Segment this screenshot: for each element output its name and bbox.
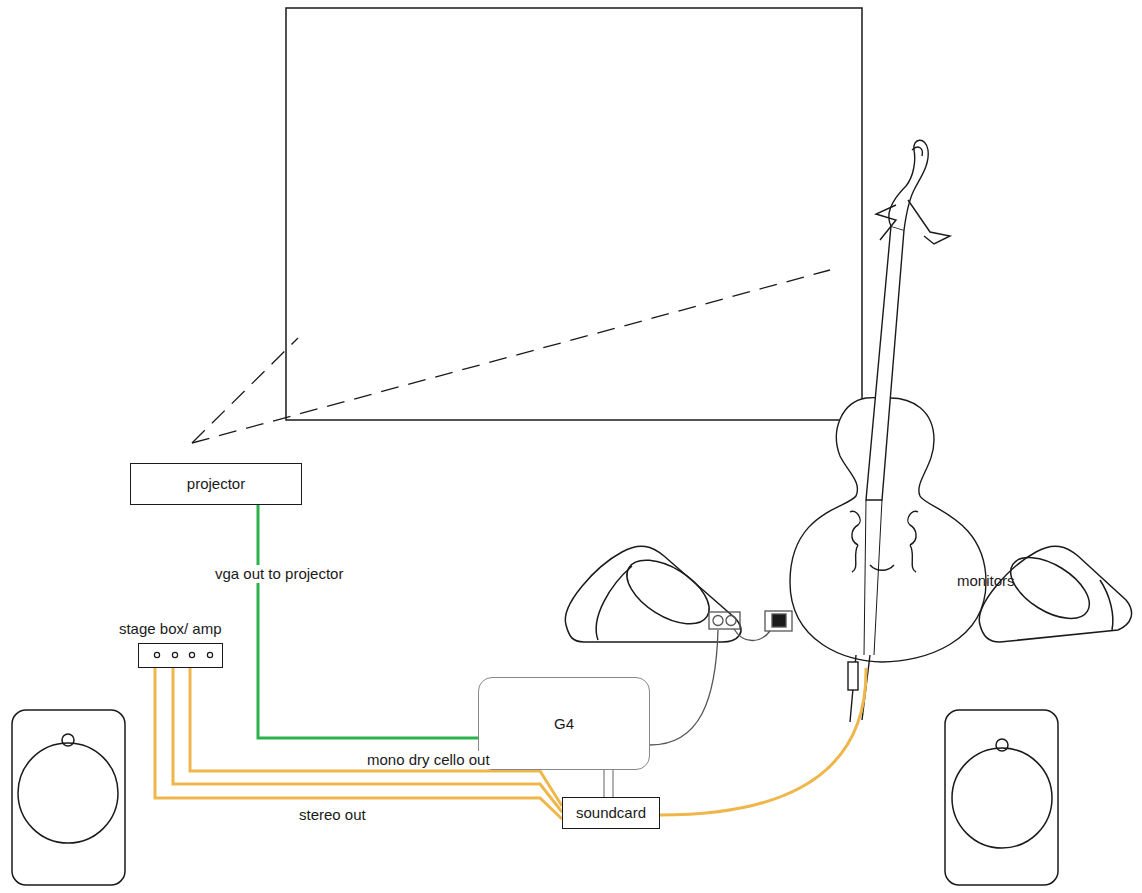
cable	[604, 770, 613, 797]
projector-box: projector	[130, 463, 302, 505]
speaker-right	[945, 710, 1058, 885]
projection-beam	[192, 270, 830, 443]
cable-label: vga out to projector	[212, 565, 346, 583]
speaker-left	[12, 710, 125, 885]
computer-box: G4	[478, 677, 650, 770]
box-label: projector	[187, 475, 245, 493]
monitor-wedge-right	[979, 545, 1131, 642]
monitors-label: monitors	[954, 572, 1018, 590]
box-heading: stage box/ amp	[119, 620, 222, 638]
cello-cable	[660, 668, 866, 815]
stage-box: stage box/ amp	[138, 643, 223, 668]
cello-drawing	[790, 140, 986, 722]
box-label: G4	[554, 715, 574, 733]
soundcard-box: soundcard	[562, 797, 660, 829]
cable-label: stereo out	[296, 806, 369, 824]
cable-label: mono dry cello out	[364, 751, 493, 769]
small-devices	[650, 611, 792, 745]
cable	[258, 505, 478, 738]
monitor-wedge-left	[565, 546, 741, 642]
jack-sockets	[139, 644, 224, 666]
box-label: soundcard	[576, 804, 646, 822]
projection-screen	[286, 8, 862, 420]
